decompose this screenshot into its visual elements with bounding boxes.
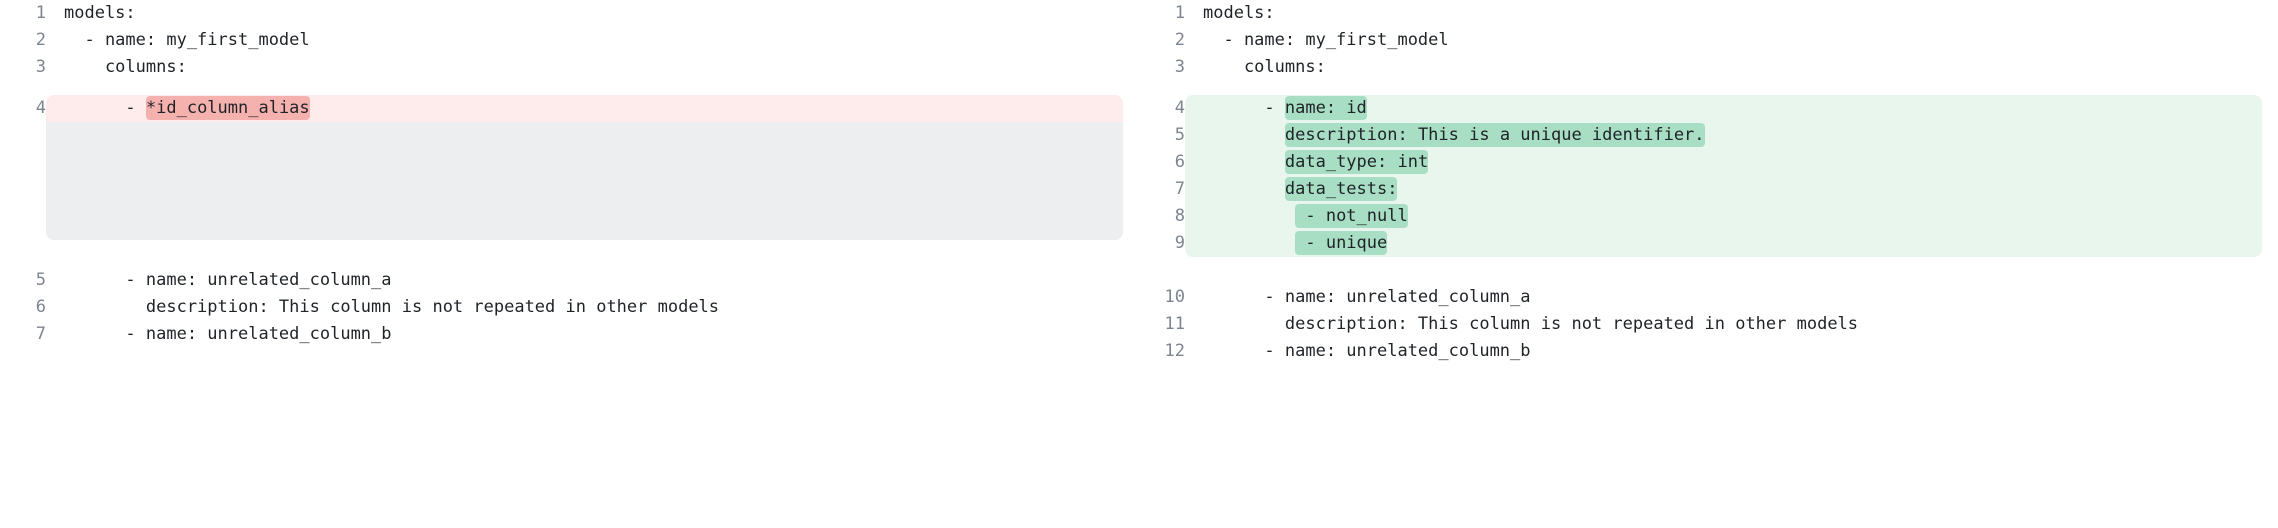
line-code: description: This is a unique identifier…	[1201, 122, 2278, 149]
line-code: - name: unrelated_column_a	[62, 267, 1139, 294]
code-prefix: - name: my_first_model	[1203, 30, 1449, 50]
diff-line-old-6[interactable]: 6 description: This column is not repeat…	[12, 294, 1139, 321]
line-number: 2	[1174, 30, 1185, 50]
diff-line-old-1[interactable]: 1 models:	[12, 0, 1139, 27]
diff-spacer	[1151, 257, 2278, 284]
line-code: - name: my_first_model	[62, 27, 1139, 54]
diff-line-new-2[interactable]: 2 - name: my_first_model	[1151, 27, 2278, 54]
line-code: columns:	[1201, 54, 2278, 81]
diff-line-new-12[interactable]: 12 - name: unrelated_column_b	[1151, 338, 2278, 365]
line-code: columns:	[62, 54, 1139, 81]
line-code: - *id_column_alias	[62, 95, 1139, 122]
code-prefix: - name: my_first_model	[64, 30, 310, 50]
line-code: - name: id	[1201, 95, 2278, 122]
diff-line-new-9-added[interactable]: 9 - unique	[1151, 230, 2278, 257]
diff-line-new-4-added[interactable]: 4 - name: id	[1151, 95, 2278, 122]
code-prefix: - name: unrelated_column_b	[1203, 341, 1531, 361]
line-code: models:	[62, 0, 1139, 27]
diff-line-new-5-added[interactable]: 5 description: This is a unique identifi…	[1151, 122, 2278, 149]
code-prefix	[1203, 152, 1285, 172]
diff-line-new-10[interactable]: 10 - name: unrelated_column_a	[1151, 284, 2278, 311]
code-prefix	[1203, 233, 1295, 253]
line-code: data_tests:	[1201, 176, 2278, 203]
added-token: name: id	[1284, 96, 1367, 120]
code-prefix: -	[64, 98, 146, 118]
line-number: 1	[1174, 3, 1185, 23]
added-token: data_type: int	[1284, 150, 1429, 174]
line-number: 6	[35, 297, 46, 317]
diff-line-old-7[interactable]: 7 - name: unrelated_column_b	[12, 321, 1139, 348]
line-number: 9	[1174, 233, 1185, 253]
code-prefix: models:	[64, 3, 136, 23]
line-code: - name: unrelated_column_b	[62, 321, 1139, 348]
diff-line-old-4-deleted[interactable]: 4 - *id_column_alias	[12, 95, 1139, 122]
code-prefix	[1203, 206, 1295, 226]
code-prefix	[1203, 179, 1285, 199]
code-prefix: - name: unrelated_column_a	[1203, 287, 1531, 307]
line-number: 7	[35, 324, 46, 344]
line-code: models:	[1201, 0, 2278, 27]
diff-spacer	[1151, 81, 2278, 95]
diff-line-old-3[interactable]: 3 columns:	[12, 54, 1139, 81]
line-number: 1	[35, 3, 46, 23]
diff-line-new-8-added[interactable]: 8 - not_null	[1151, 203, 2278, 230]
line-number: 4	[1174, 98, 1185, 118]
diff-hunk-filler	[46, 122, 1123, 240]
line-code: - name: unrelated_column_b	[1201, 338, 2278, 365]
code-prefix: - name: unrelated_column_b	[64, 324, 392, 344]
added-token: - not_null	[1295, 204, 1408, 228]
line-number: 10	[1164, 287, 1185, 307]
line-number: 12	[1164, 341, 1185, 361]
added-token: description: This is a unique identifier…	[1284, 123, 1705, 147]
diff-pane-old: 1 models: 2 - name: my_first_model 3 col…	[12, 0, 1139, 348]
line-number: 6	[1174, 152, 1185, 172]
line-number: 5	[1174, 125, 1185, 145]
line-code: - not_null	[1201, 203, 2278, 230]
diff-pane-new: 1 models: 2 - name: my_first_model 3 col…	[1139, 0, 2278, 528]
diff-line-old-2[interactable]: 2 - name: my_first_model	[12, 27, 1139, 54]
line-code: - name: unrelated_column_a	[1201, 284, 2278, 311]
deleted-token: *id_column_alias	[145, 96, 310, 120]
diff-line-new-7-added[interactable]: 7 data_tests:	[1151, 176, 2278, 203]
code-prefix: - name: unrelated_column_a	[64, 270, 392, 290]
line-number: 4	[35, 98, 46, 118]
line-number: 3	[1174, 57, 1185, 77]
line-number: 2	[35, 30, 46, 50]
line-code: - unique	[1201, 230, 2278, 257]
diff-line-new-11[interactable]: 11 description: This column is not repea…	[1151, 311, 2278, 338]
diff-line-new-1[interactable]: 1 models:	[1151, 0, 2278, 27]
diff-line-new-6-added[interactable]: 6 data_type: int	[1151, 149, 2278, 176]
line-code: data_type: int	[1201, 149, 2278, 176]
diff-spacer	[12, 81, 1139, 95]
line-code: description: This column is not repeated…	[62, 294, 1139, 321]
line-number: 7	[1174, 179, 1185, 199]
diff-line-new-3[interactable]: 3 columns:	[1151, 54, 2278, 81]
code-prefix: columns:	[64, 57, 187, 77]
diff-line-old-5[interactable]: 5 - name: unrelated_column_a	[12, 267, 1139, 294]
added-token: - unique	[1295, 231, 1388, 255]
code-prefix	[1203, 125, 1285, 145]
line-number: 8	[1174, 206, 1185, 226]
code-prefix: columns:	[1203, 57, 1326, 77]
line-code: description: This column is not repeated…	[1201, 311, 2278, 338]
code-prefix: models:	[1203, 3, 1275, 23]
line-number: 5	[35, 270, 46, 290]
line-code: - name: my_first_model	[1201, 27, 2278, 54]
added-token: data_tests:	[1284, 177, 1398, 201]
line-number: 11	[1164, 314, 1185, 334]
code-prefix: -	[1203, 98, 1285, 118]
code-prefix: description: This column is not repeated…	[1203, 314, 1859, 334]
code-prefix: description: This column is not repeated…	[64, 297, 720, 317]
diff-spacer	[12, 240, 1139, 267]
line-number: 3	[35, 57, 46, 77]
